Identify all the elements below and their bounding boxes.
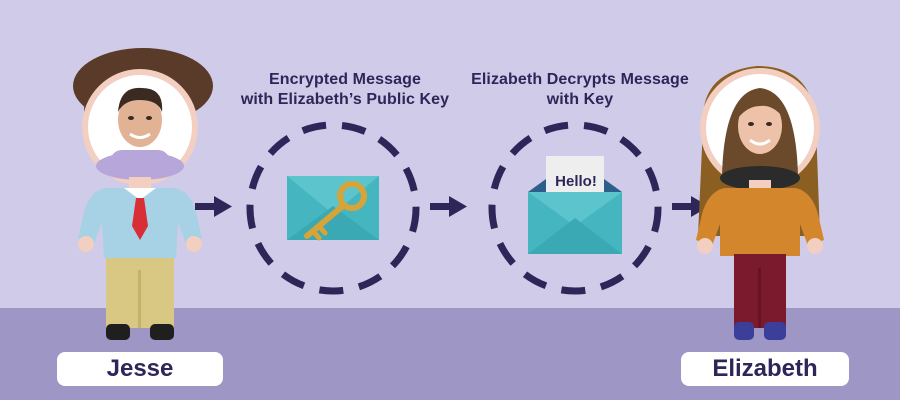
elizabeth-figure <box>696 66 824 340</box>
step-2-dashed-circle <box>488 121 662 295</box>
flow-arrows <box>195 196 709 217</box>
step-1-dashed-circle <box>246 121 420 295</box>
jesse-photo <box>96 87 184 180</box>
open-envelope-icon <box>528 156 622 254</box>
elizabeth-photo <box>720 88 800 190</box>
recipient-name-label: Elizabeth <box>681 352 849 386</box>
step-1-caption-line1: Encrypted Message <box>269 71 421 88</box>
step-2-caption-line1: Elizabeth Decrypts Message <box>471 71 689 88</box>
step-2-caption-line2: with Key <box>546 91 614 108</box>
key-icon <box>304 181 367 241</box>
arrow-2 <box>430 196 467 217</box>
encrypted-envelope-icon <box>287 176 379 240</box>
step-1-caption-line2: with Elizabeth’s Public Key <box>240 91 450 108</box>
arrow-1 <box>195 196 232 217</box>
step-2-caption: Elizabeth Decrypts Message with Key <box>455 70 705 110</box>
jesse-figure <box>73 48 213 340</box>
message-text: Hello! <box>555 173 597 190</box>
step-1-caption: Encrypted Message with Elizabeth’s Publi… <box>230 70 460 110</box>
sender-name-label: Jesse <box>57 352 223 386</box>
